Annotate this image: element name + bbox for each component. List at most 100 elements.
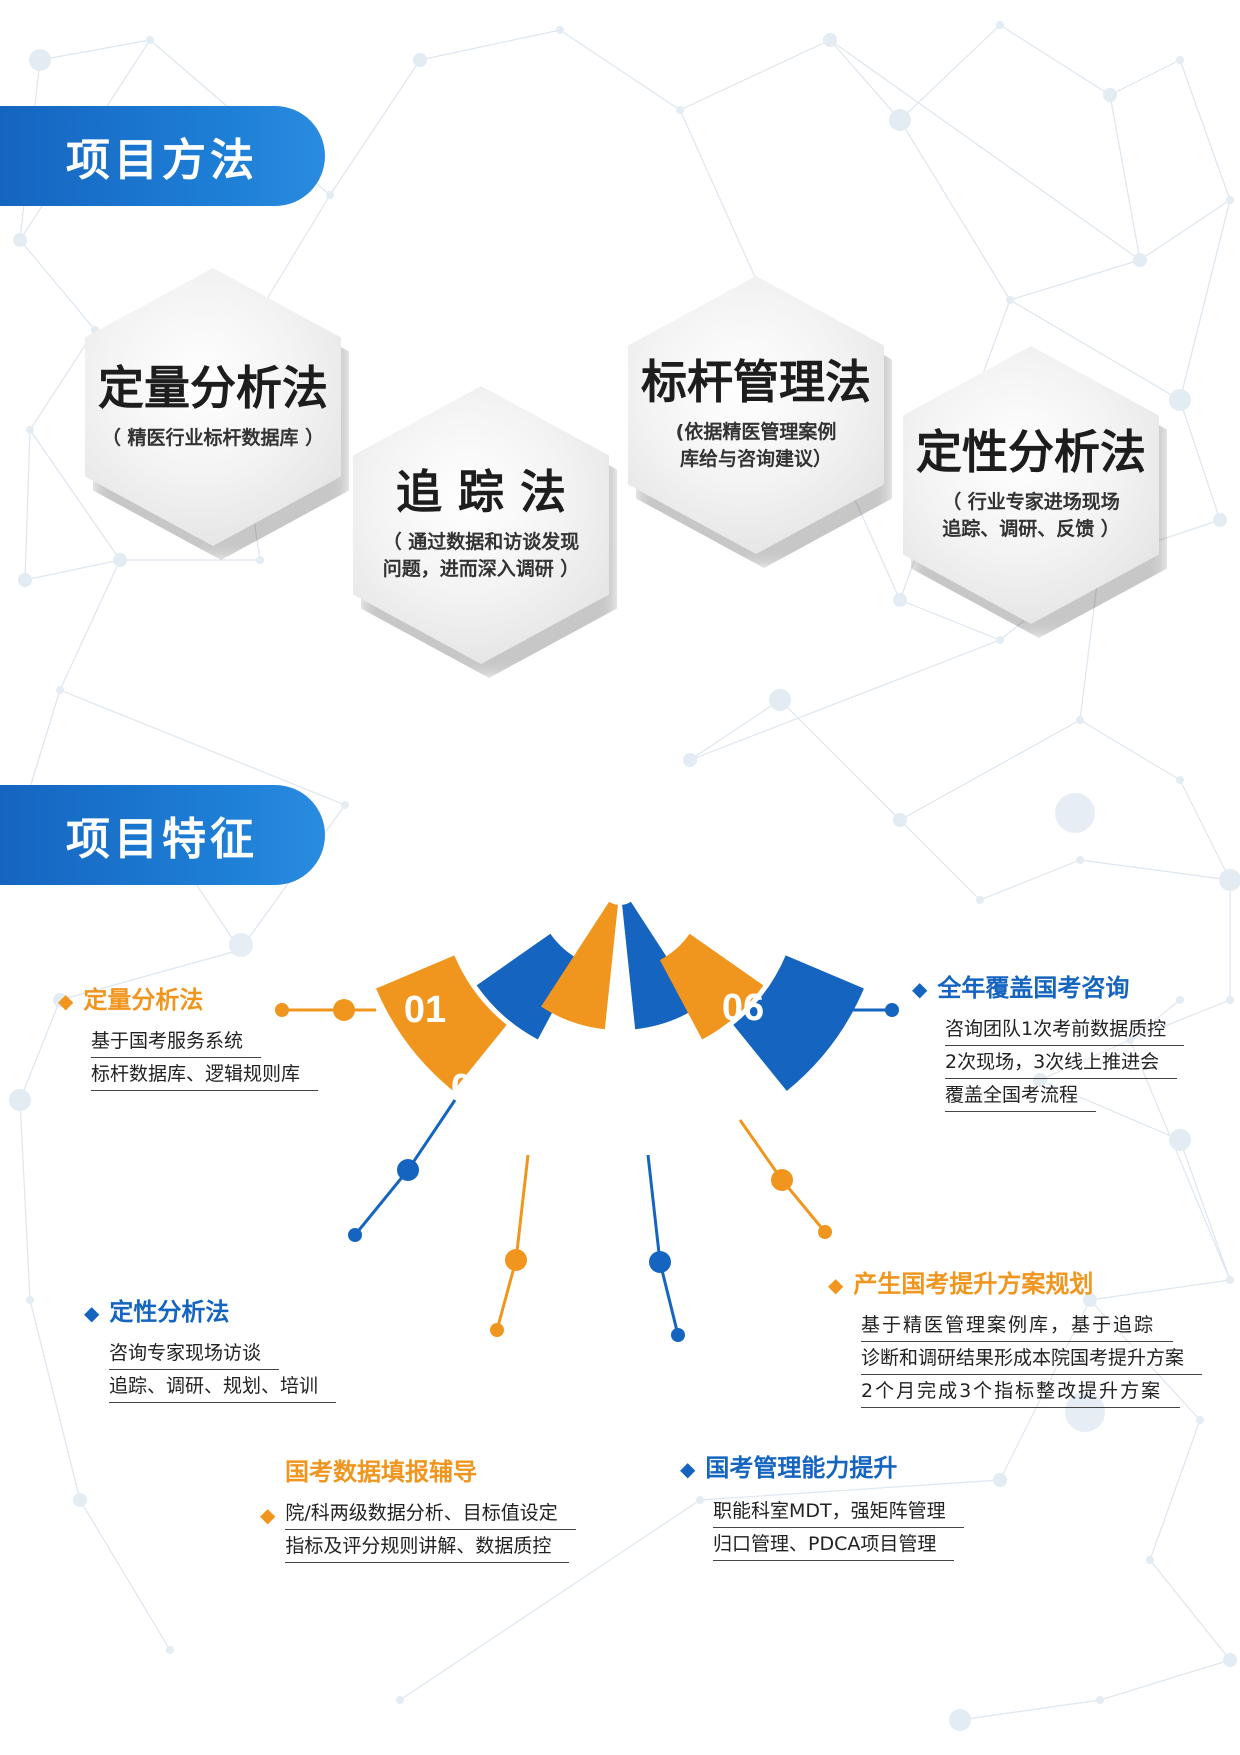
network-node (556, 26, 564, 34)
segment-label-06: 06 (722, 987, 764, 1029)
network-node (1006, 296, 1014, 304)
arc-segment-03 (541, 901, 618, 1030)
network-line (1179, 199, 1231, 401)
feature-line: 咨询团队1次考前数据质控 (945, 1013, 1185, 1046)
network-node (1126, 1036, 1134, 1044)
method-title: 定性分析法 (916, 425, 1146, 479)
network-node (769, 689, 791, 711)
connector-dot-large-5 (771, 1169, 793, 1191)
feature-title: ◆定性分析法 (84, 1298, 230, 1326)
network-node (1033, 1073, 1047, 1087)
connector-line-3 (495, 1154, 530, 1331)
network-node (949, 1709, 971, 1731)
segment-label-02: 02 (451, 1067, 493, 1109)
network-node (26, 426, 34, 434)
network-line (1129, 999, 1231, 1041)
network-node (1223, 1653, 1237, 1667)
diamond-icon: ◆ (84, 1301, 100, 1325)
feature-line: 基于国考服务系统 (91, 1025, 262, 1058)
network-node (1076, 856, 1084, 864)
network-line (779, 699, 901, 821)
network-node (996, 21, 1004, 29)
network-line (1079, 719, 1181, 781)
connector-dot-small-3 (490, 1323, 504, 1337)
network-line (829, 39, 1141, 261)
network-line (829, 39, 901, 121)
network-line (29, 329, 96, 431)
feature-line: 标杆数据库、逻辑规则库 (91, 1058, 319, 1091)
network-line (1009, 299, 1181, 401)
method-hexagon-benchmark: 标杆管理法 (依据精医管理案例 库给与咨询建议） (628, 276, 892, 568)
method-hexagon-quantitative: 定量分析法 （ 精医行业标杆数据库 ） (85, 268, 349, 560)
connector-dot-large-4 (649, 1251, 671, 1273)
network-node (1169, 389, 1191, 411)
network-node (1226, 196, 1234, 204)
method-hexagon-tracking: 追 踪 法 （ 通过数据和访谈发现 问题，进而深入调研 ） (353, 386, 617, 678)
network-node (73, 1493, 87, 1507)
method-desc: （ 通过数据和访谈发现 问题，进而深入调研 ） (382, 530, 580, 581)
network-node (413, 53, 427, 67)
connector-dot-large-3 (505, 1249, 527, 1271)
network-node (1196, 1416, 1204, 1424)
feature-line: 咨询专家现场访谈 (109, 1337, 280, 1370)
arc-segment-05 (659, 933, 764, 1040)
feature-line: 基于精医管理案例库，基于追踪 (861, 1309, 1174, 1342)
network-line (399, 1499, 701, 1701)
network-line (39, 39, 151, 61)
method-desc: （ 精医行业标杆数据库 ） (101, 426, 325, 449)
segment-label-01: 01 (404, 989, 446, 1031)
connector-dot-small-2 (348, 1228, 362, 1242)
network-line (979, 859, 1081, 901)
network-line (1089, 1299, 1201, 1421)
network-line (1089, 1279, 1231, 1301)
network-node (1083, 1293, 1097, 1307)
feature-line: 院/科两级数据分析、目标值设定 (285, 1497, 576, 1530)
network-line (24, 429, 31, 581)
feature-title: ◆国考管理能力提升 (680, 1454, 898, 1482)
network-line (59, 689, 346, 806)
segment-label-04: 04 (611, 1117, 653, 1159)
feature-title: 国考数据填报辅导 (285, 1458, 477, 1486)
network-line (559, 29, 681, 111)
network-line (1149, 1419, 1201, 1561)
network-node (1169, 1129, 1191, 1151)
connector-dot-small-4 (671, 1328, 685, 1342)
network-node (1103, 88, 1117, 102)
network-node (26, 1296, 34, 1304)
network-node (18, 573, 32, 587)
network-node (1176, 56, 1184, 64)
network-line (679, 39, 831, 111)
feature-line: 覆盖全国考流程 (945, 1079, 1097, 1112)
feature-line: 归口管理、PDCA项目管理 (713, 1528, 955, 1561)
network-line (959, 1699, 1101, 1721)
network-node-large (1065, 1392, 1105, 1432)
network-node (166, 1646, 174, 1654)
network-line (899, 119, 1011, 301)
diamond-icon: ◆ (260, 1503, 276, 1527)
network-node (56, 686, 64, 694)
section-header-methods: 项目方法 (0, 106, 325, 206)
network-line (1039, 1079, 1181, 1141)
network-node (823, 33, 837, 47)
network-line (899, 24, 1001, 121)
method-title: 定量分析法 (98, 360, 328, 415)
network-node (1176, 776, 1184, 784)
network-line (79, 1499, 171, 1651)
features-title: 项目特征 (66, 814, 258, 865)
network-node (256, 556, 264, 564)
network-line (1039, 1039, 1131, 1081)
feature-line: 追踪、调研、规划、培训 (109, 1370, 337, 1403)
method-desc: (依据精医管理案例 库给与咨询建议） (675, 420, 837, 471)
feature-block-4: ◆国考管理能力提升 职能科室MDT，强矩阵管理 归口管理、PDCA项目管理 (680, 1448, 964, 1561)
feature-title: ◆产生国考提升方案规划 (828, 1270, 1094, 1298)
hexagon-body: 标杆管理法 (依据精医管理案例 库给与咨询建议） (628, 276, 884, 554)
network-node-large (229, 933, 253, 957)
feature-line: 诊断和调研结果形成本院国考提升方案 (861, 1342, 1203, 1375)
network-line (19, 239, 96, 331)
connector-dot-large-2 (397, 1159, 419, 1181)
network-node (9, 1089, 31, 1111)
network-line (24, 559, 121, 581)
feature-block-5: ◆产生国考提升方案规划 基于精医管理案例库，基于追踪 诊断和调研结果形成本院国考… (828, 1264, 1203, 1408)
